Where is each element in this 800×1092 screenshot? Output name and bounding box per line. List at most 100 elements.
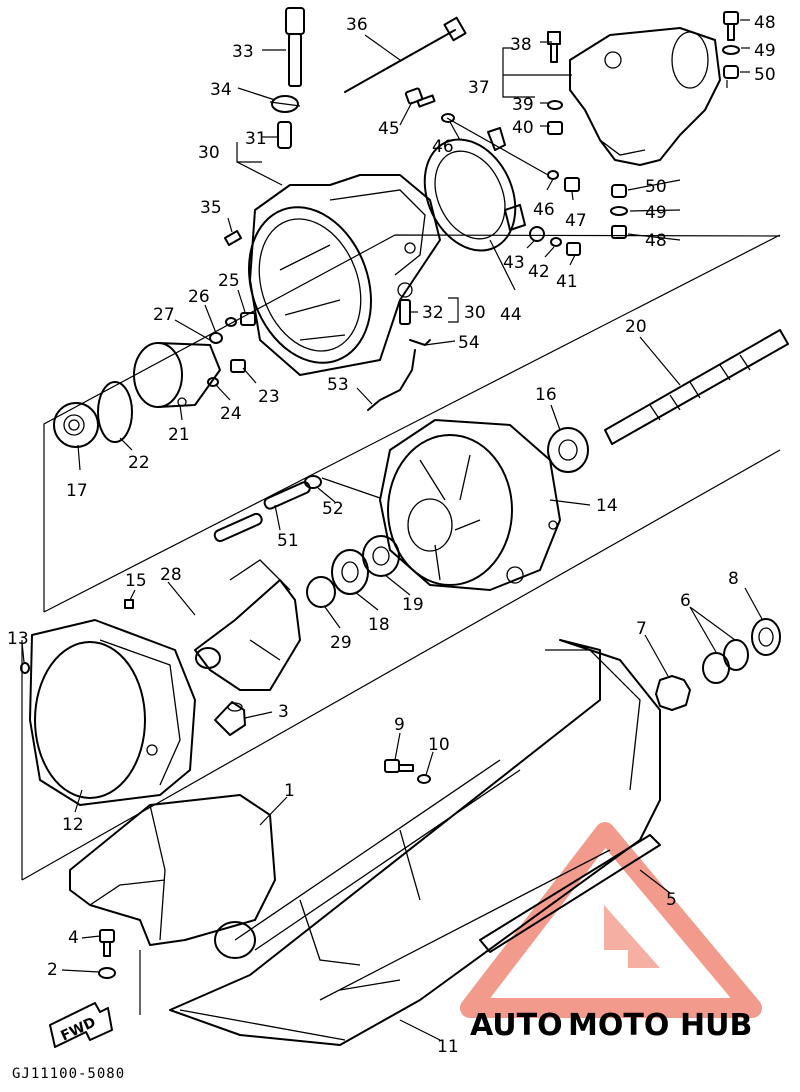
part-7-coupler	[655, 675, 691, 711]
part-17-bearing	[53, 402, 99, 448]
frame-lines	[21, 234, 781, 1015]
watermark-moto: MOTO	[568, 1008, 669, 1043]
label-34: 34	[210, 80, 232, 100]
label-42: 42	[528, 262, 550, 282]
label-14: 14	[596, 496, 618, 516]
label-7: 7	[636, 619, 647, 639]
label-17: 17	[66, 481, 88, 501]
part-51-pin-b	[263, 481, 311, 510]
label-16: 16	[535, 385, 557, 405]
label-15: 15	[125, 571, 147, 591]
part-9-bolt	[384, 759, 414, 773]
part-36-long-bolt	[344, 16, 467, 93]
part-15-pin	[124, 599, 134, 609]
label-1: 1	[284, 781, 295, 801]
part-6-seal-b	[723, 639, 749, 671]
label-46-upper: 46	[432, 137, 454, 157]
part-51-pin-a	[213, 512, 263, 543]
diagram-code: GJ11100-5080	[12, 1066, 125, 1082]
label-43: 43	[503, 253, 525, 273]
label-50-top: 50	[754, 65, 776, 85]
label-33: 33	[232, 42, 254, 62]
watermark-hub: HUB	[680, 1008, 752, 1043]
label-44: 44	[500, 305, 522, 325]
label-22: 22	[128, 453, 150, 473]
part-44-ring-bracket	[423, 127, 526, 252]
part-28-impeller	[194, 559, 301, 691]
label-5: 5	[666, 890, 677, 910]
label-19: 19	[402, 595, 424, 615]
label-41: 41	[556, 272, 578, 292]
part-16-bearing	[547, 427, 589, 473]
label-48-top: 48	[754, 13, 776, 33]
label-27: 27	[153, 305, 175, 325]
label-12: 12	[62, 815, 84, 835]
part-1-cover	[69, 794, 276, 946]
label-13: 13	[7, 629, 29, 649]
label-54: 54	[458, 333, 480, 353]
part-34-clip	[269, 95, 301, 113]
part-21-cover	[133, 342, 221, 408]
label-53: 53	[327, 375, 349, 395]
label-9: 9	[394, 715, 405, 735]
label-26: 26	[188, 287, 210, 307]
part-29-washer	[306, 576, 336, 608]
label-52: 52	[322, 499, 344, 519]
label-24: 24	[220, 404, 242, 424]
part-11-intake-duct	[169, 639, 661, 1046]
label-51: 51	[277, 531, 299, 551]
label-38: 38	[510, 35, 532, 55]
part-2-washer	[98, 967, 116, 979]
label-39: 39	[512, 95, 534, 115]
cover-screws	[207, 312, 256, 387]
part-12-pump-housing	[29, 619, 196, 806]
label-2: 2	[47, 960, 58, 980]
part-labels: 33 34 36 30 31 35 25 26 27 21 22 17 24 2…	[7, 13, 776, 1057]
label-11: 11	[437, 1037, 459, 1057]
part-33-bolt	[285, 7, 305, 87]
label-37: 37	[468, 78, 490, 98]
label-18: 18	[368, 615, 390, 635]
label-3: 3	[278, 702, 289, 722]
label-25: 25	[218, 271, 240, 291]
part-18-seal	[331, 549, 369, 595]
label-49-lower: 49	[645, 203, 667, 223]
label-47: 47	[565, 211, 587, 231]
label-32: 32	[422, 303, 444, 323]
part-31-sleeve	[277, 121, 292, 149]
watermark-text: AUTO MOTO HUB	[470, 1008, 752, 1043]
label-48-lower: 48	[645, 231, 667, 251]
label-30-upper: 30	[198, 143, 220, 163]
part-14-impeller-housing	[379, 419, 561, 591]
part-35-pin	[223, 230, 243, 246]
part-4-bolt	[99, 929, 115, 957]
watermark-logo	[460, 822, 762, 1018]
leader-lines	[21, 19, 763, 1041]
part-19-bearing	[362, 535, 400, 577]
label-20: 20	[625, 317, 647, 337]
part-52-clip	[304, 475, 322, 489]
label-45: 45	[378, 119, 400, 139]
label-35: 35	[200, 198, 222, 218]
part-3-fitting	[214, 701, 246, 736]
fwd-arrow-icon: FWD	[49, 1002, 113, 1048]
part-8-cap	[751, 618, 781, 656]
label-30-lower: 30	[464, 303, 486, 323]
label-28: 28	[160, 565, 182, 585]
label-49-top: 49	[754, 41, 776, 61]
part-22-plate	[97, 381, 133, 443]
part-53-hose	[367, 349, 416, 411]
small-hardware-upper	[399, 11, 740, 346]
label-40: 40	[512, 118, 534, 138]
label-46-lower: 46	[533, 200, 555, 220]
label-29: 29	[330, 633, 352, 653]
part-20-drive-shaft	[604, 329, 789, 445]
label-8: 8	[728, 569, 739, 589]
label-31: 31	[245, 129, 267, 149]
label-36: 36	[346, 15, 368, 35]
part-13-pin	[20, 662, 30, 674]
watermark-auto: AUTO	[470, 1008, 563, 1043]
part-30-nozzle-housing	[248, 174, 441, 376]
